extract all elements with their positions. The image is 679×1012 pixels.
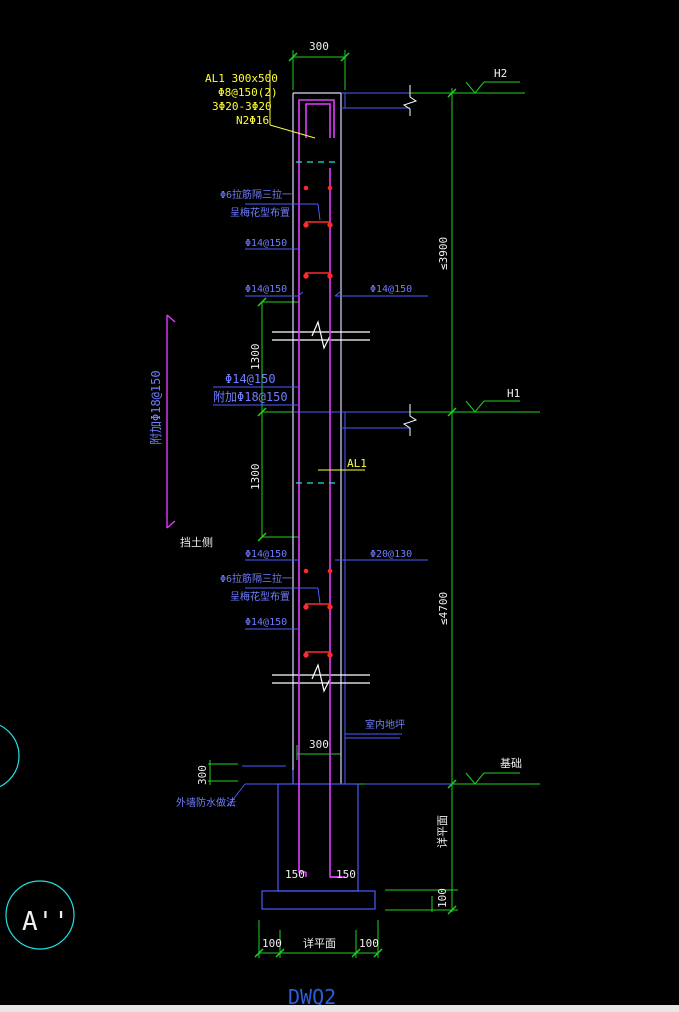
soil-side: 挡土侧: [180, 535, 213, 549]
beam-notes: AL1 300x500 Φ8@150(2) 3Φ20-3Φ20 N2Φ16 AL…: [205, 72, 367, 470]
added-bar-a: Φ14@150: [225, 372, 276, 386]
base-150-right: 150: [336, 868, 356, 881]
top-width-value: 300: [309, 40, 329, 53]
rebar-a: Φ14@150: [245, 238, 287, 249]
window-bottom-strip: [0, 1005, 679, 1012]
bottom-width-value: 300: [309, 738, 329, 751]
footing-100: 100: [436, 888, 449, 908]
bottom-100-left: 100: [262, 937, 282, 950]
tie-note-2b: 呈梅花型布置: [230, 590, 290, 603]
rebar-c: Φ14@150: [370, 284, 412, 295]
leader-lines: [213, 203, 428, 807]
base-150-left: 150: [285, 868, 305, 881]
rebar-b: Φ14@150: [245, 284, 287, 295]
level-markers: [465, 81, 520, 785]
see-plan-vertical: 详平面: [435, 815, 449, 848]
height-upper: ≤3900: [437, 237, 450, 270]
dimension-text: 300 300 150 150 100 100 H2 H1 基础: [262, 40, 522, 950]
offset-300: 300: [196, 765, 209, 785]
outer-waterproof: 外墙防水做法: [176, 796, 236, 809]
beam-side-bars: N2Φ16: [236, 114, 269, 127]
dimension-lines: [208, 50, 540, 958]
level-mid-label: H1: [507, 387, 520, 400]
tie-note-2a: Φ6拉筋隔三拉一: [220, 572, 292, 585]
break-lines: [272, 320, 370, 693]
level-base-label: 基础: [500, 757, 522, 770]
beam-stirrup: Φ8@150(2): [218, 86, 278, 99]
rebar-lines: [298, 99, 345, 878]
indoor-floor: 室内地坪: [365, 718, 405, 731]
level-top-label: H2: [494, 67, 507, 80]
vertical-dim-text: ≤3900 ≤4700 详平面 100 1300 1300 300: [196, 237, 450, 908]
added-bar-vertical: 附加Φ18@150: [149, 370, 163, 445]
added-bar-marker: [166, 314, 176, 529]
lap-1300-lower: 1300: [249, 464, 262, 491]
bottom-100-right: 100: [359, 937, 379, 950]
section-marker: A'': [0, 724, 75, 950]
dimension-ticks: [254, 52, 457, 958]
added-bar-b: 附加Φ18@150: [213, 390, 288, 404]
rebar-20-130: Φ20@130: [370, 549, 412, 560]
rebar-e: Φ14@150: [245, 617, 287, 628]
rebar-annotations: Φ6拉筋隔三拉一 呈梅花型布置 Φ14@150 Φ14@150 Φ14@150 …: [149, 188, 412, 809]
section-mark: A'': [22, 907, 69, 937]
lap-1300-upper: 1300: [249, 344, 262, 371]
wall-outline: [261, 85, 452, 910]
misc-labels: 挡土侧 详平面: [180, 535, 336, 950]
al1-tag: AL1: [347, 457, 367, 470]
rebar-d: Φ14@150: [245, 549, 287, 560]
stirrup-marks: [296, 161, 340, 484]
tie-note-1b: 呈梅花型布置: [230, 206, 290, 219]
beam-label: AL1 300x500: [205, 72, 278, 85]
beam-leader: [269, 70, 365, 471]
beam-bars: 3Φ20-3Φ20: [212, 100, 272, 113]
tie-note-1a: Φ6拉筋隔三拉一: [220, 188, 292, 201]
bottom-see-plan: 详平面: [303, 936, 336, 950]
tie-bars: [303, 185, 333, 658]
height-lower: ≤4700: [437, 592, 450, 625]
